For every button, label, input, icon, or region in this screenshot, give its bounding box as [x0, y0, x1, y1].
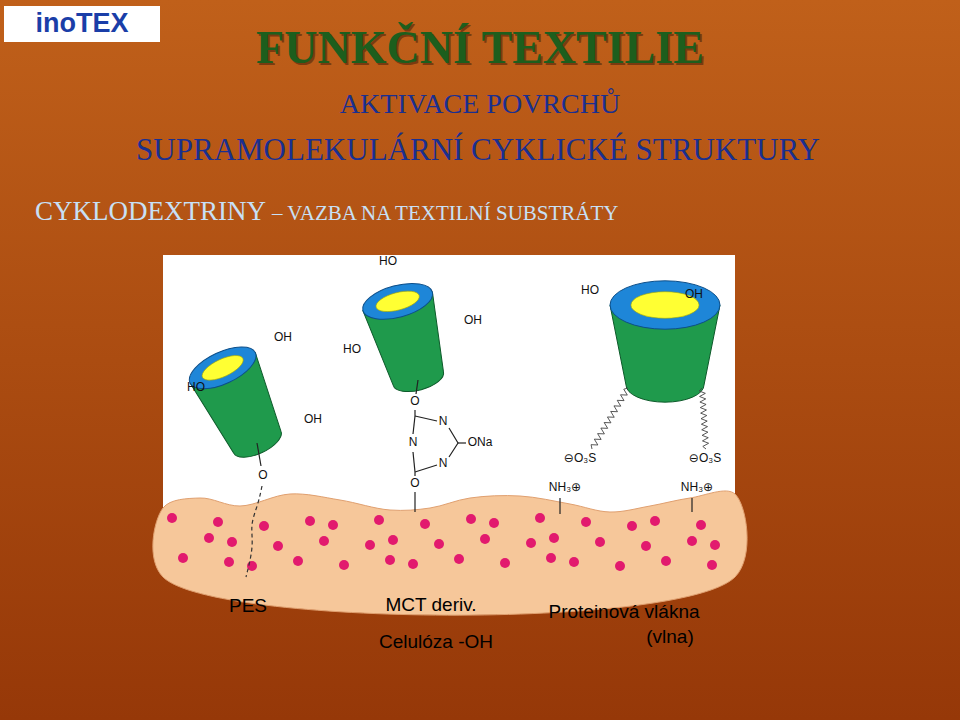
chem-label: HO — [379, 255, 397, 268]
fiber-dot — [595, 537, 605, 547]
fiber-dot — [385, 555, 395, 565]
chem-label: N — [439, 457, 448, 470]
fiber-dot — [388, 535, 398, 545]
chem-label: N — [409, 436, 418, 449]
fiber-dot — [500, 558, 510, 568]
fiber-dot — [408, 559, 418, 569]
fiber-dot — [227, 537, 237, 547]
fiber-dot — [305, 516, 315, 526]
chem-label: O — [410, 477, 419, 490]
heading-text: CYKLODEXTRINY — [35, 197, 266, 227]
fiber-dot — [581, 517, 591, 527]
fiber-dot — [167, 513, 177, 523]
fiber-dot — [480, 534, 490, 544]
fiber-dot — [204, 533, 214, 543]
fiber-dot — [454, 554, 464, 564]
heading-text: SUPRAMOLEKULÁRNÍ CYKLICKÉ STRUKTURY — [136, 133, 820, 167]
chem-label: HO — [343, 343, 361, 356]
bond-line — [449, 428, 458, 457]
chem-label: OH — [685, 288, 703, 301]
chem-label: NH₃⊕ — [681, 481, 713, 494]
bond-line — [414, 410, 415, 416]
fiber-dot — [247, 561, 257, 571]
bond-line — [414, 492, 415, 512]
fiber-dot — [293, 556, 303, 566]
fiber-dot — [374, 515, 384, 525]
fiber-dot — [535, 513, 545, 523]
chem-label: OH — [304, 413, 322, 426]
fiber-dot — [178, 553, 188, 563]
bond-line — [559, 498, 560, 514]
heading-text: – VAZBA NA TEXTILNÍ SUBSTRÁTY — [272, 202, 619, 225]
fiber-dot — [707, 560, 717, 570]
bond-line — [458, 442, 466, 443]
fiber-dot — [569, 557, 579, 567]
fiber-dot — [420, 519, 430, 529]
bond-line — [413, 452, 415, 472]
fiber-dot — [687, 536, 697, 546]
fiber-dot — [273, 541, 283, 551]
heading-text: AKTIVACE POVRCHŮ — [340, 89, 620, 120]
caption-text: Proteinová vlákna — [548, 602, 699, 623]
bond-line — [414, 472, 415, 476]
chem-label: HO — [187, 381, 205, 394]
fiber-dot — [710, 540, 720, 550]
fiber-dot — [319, 536, 329, 546]
fiber-dot — [549, 533, 559, 543]
heading-text: inoTEX — [36, 9, 129, 39]
caption-text: MCT deriv. — [385, 595, 476, 616]
chem-label: ONa — [468, 436, 493, 449]
bond-line — [415, 416, 437, 421]
spacer-chain — [591, 388, 628, 449]
fiber-dot — [546, 553, 556, 563]
cyclodextrin-cone — [610, 281, 720, 402]
fiber-dot — [627, 521, 637, 531]
cyclodextrin-cone — [183, 338, 294, 467]
chem-label: ⊖O₃S — [689, 452, 721, 465]
slide-title: FUNKČNÍ TEXTILIE — [256, 23, 704, 74]
logo-box — [4, 6, 160, 42]
chem-label: OH — [274, 331, 292, 344]
caption-text: Celulóza -OH — [379, 632, 493, 653]
chem-label: OH — [464, 314, 482, 327]
chem-label: ⊖O₃S — [564, 452, 596, 465]
fiber-dot — [213, 517, 223, 527]
fiber-dot — [328, 520, 338, 530]
molecules — [183, 277, 720, 577]
fiber-dot — [259, 521, 269, 531]
fiber-dot — [641, 541, 651, 551]
bond-line — [415, 465, 437, 472]
fiber-dot — [339, 560, 349, 570]
bond-line — [691, 498, 692, 512]
bond-line — [413, 416, 415, 434]
fiber-dot — [489, 518, 499, 528]
chem-label: HO — [581, 284, 599, 297]
fiber-dot — [466, 514, 476, 524]
chem-label: N — [439, 415, 448, 428]
fiber-dot — [434, 539, 444, 549]
fiber-dot — [526, 538, 536, 548]
fiber-dot — [696, 520, 706, 530]
fiber-dot — [365, 540, 375, 550]
chem-label: NH₃⊕ — [549, 481, 581, 494]
chem-label: O — [410, 395, 419, 408]
cyclodextrin-cone — [359, 277, 456, 399]
fiber-dot — [661, 556, 671, 566]
fiber-dot — [650, 516, 660, 526]
chem-label: O — [258, 469, 267, 482]
fiber-dot — [224, 557, 234, 567]
fiber-dot — [615, 561, 625, 571]
spacer-chain — [699, 388, 708, 449]
caption-text: PES — [229, 596, 267, 617]
bond-line — [257, 443, 261, 466]
caption-text: (vlna) — [646, 627, 694, 648]
bond-line — [416, 380, 418, 394]
bond-line — [246, 486, 262, 577]
